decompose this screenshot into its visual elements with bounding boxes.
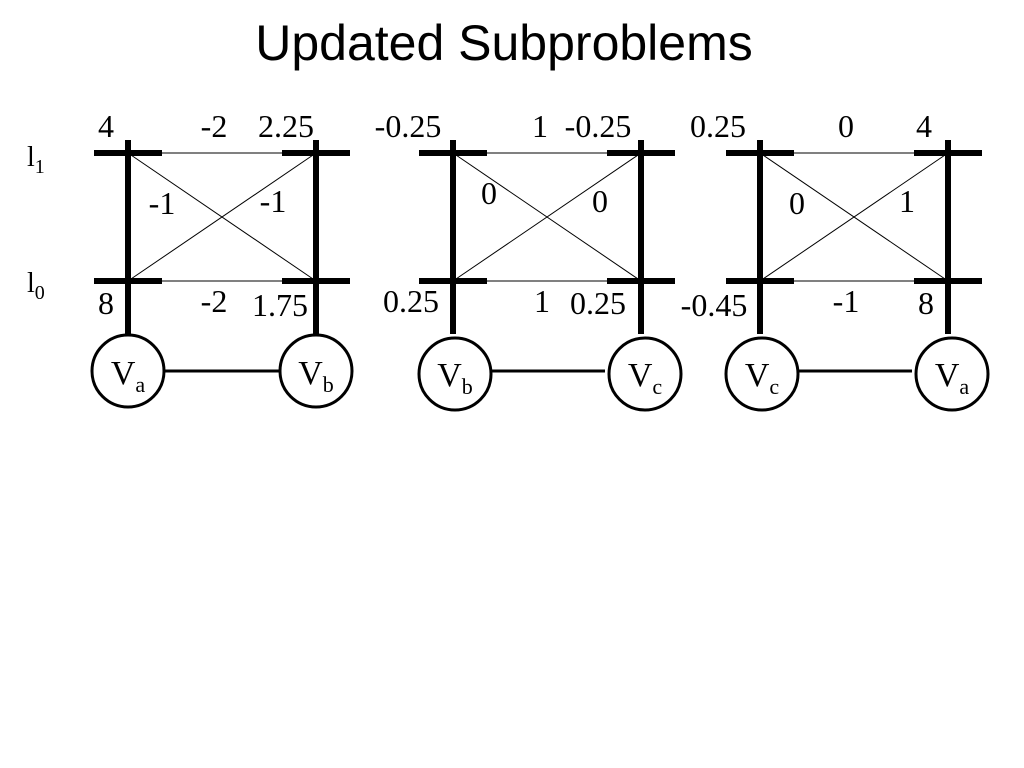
node-label-left: Vb [437, 357, 473, 399]
edge-top-value: 1 [532, 108, 548, 144]
right-top-value: -0.25 [565, 108, 632, 144]
left-top-value: 0.25 [690, 108, 746, 144]
node-circle-right [607, 336, 683, 412]
edge-bottom-value: 1 [534, 283, 550, 319]
label-l0: l0 [27, 268, 45, 304]
edge-diagonal-up [452, 152, 642, 282]
subproblem-3: Vc Va 0.25 -0.45 4 8 0 -1 0 1 [681, 108, 990, 412]
right-top-value: 2.25 [258, 108, 314, 144]
diagonal-left-value: 0 [481, 175, 497, 211]
diagonal-right-value: 0 [592, 183, 608, 219]
left-top-value: 4 [98, 108, 114, 144]
edge-top-value: -2 [201, 108, 228, 144]
diagonal-left-value: 0 [789, 185, 805, 221]
edge-bottom-value: -1 [833, 283, 860, 319]
edge-bottom-value: -2 [201, 283, 228, 319]
label-l1: l1 [27, 142, 45, 178]
node-circle-right [914, 336, 990, 412]
diagonal-right-value: -1 [260, 183, 287, 219]
node-label-right: Vb [298, 355, 334, 397]
left-bottom-value: 8 [98, 285, 114, 321]
edge-top-value: 0 [838, 108, 854, 144]
diagonal-left-value: -1 [149, 185, 176, 221]
right-bottom-value: 1.75 [252, 287, 308, 323]
node-label-left: Vc [745, 357, 780, 399]
diagonal-right-value: 1 [899, 183, 915, 219]
subproblem-2: Vb Vc -0.25 0.25 -0.25 0.25 1 1 0 0 [375, 108, 683, 412]
right-bottom-value: 8 [918, 285, 934, 321]
node-circle-left [417, 336, 493, 412]
node-label-right: Va [935, 357, 970, 399]
node-circle-right [278, 333, 354, 409]
right-top-value: 4 [916, 108, 932, 144]
right-bottom-value: 0.25 [570, 285, 626, 321]
node-circle-left [90, 333, 166, 409]
slide-title: Updated Subproblems [255, 15, 753, 71]
subproblem-1: Va Vb 4 8 2.25 1.75 -2 -2 -1 -1 [90, 108, 354, 409]
node-circle-left [724, 336, 800, 412]
left-bottom-value: 0.25 [383, 283, 439, 319]
node-label-right: Vc [628, 357, 663, 399]
left-bottom-value: -0.45 [681, 287, 748, 323]
edge-diagonal-up [127, 152, 317, 282]
edge-diagonal-up [759, 152, 949, 282]
left-top-value: -0.25 [375, 108, 442, 144]
node-label-left: Va [111, 355, 146, 397]
